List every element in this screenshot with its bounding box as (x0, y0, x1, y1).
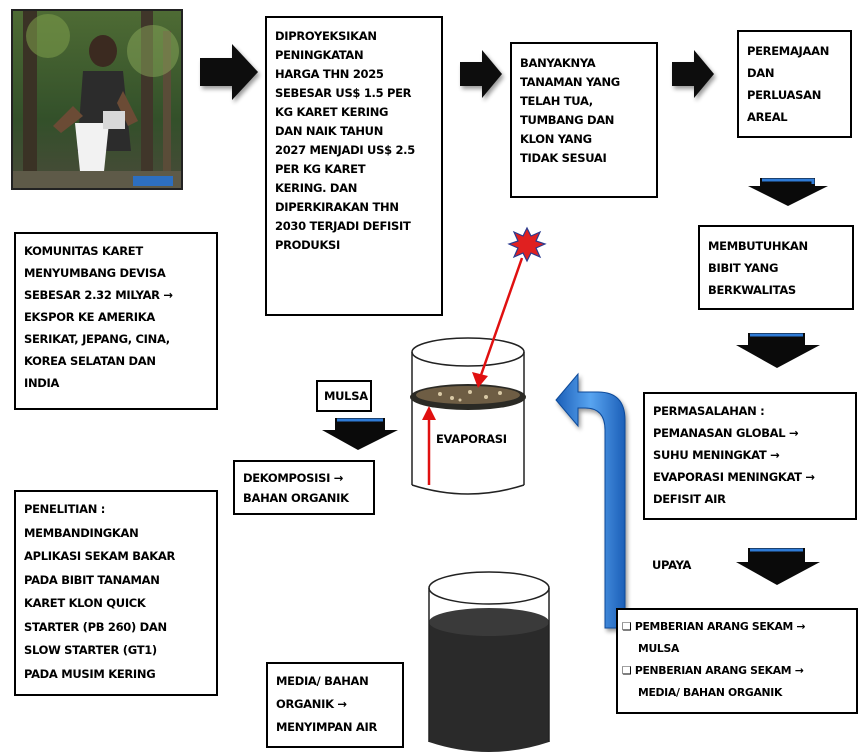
text-line: ORGANIK → (276, 697, 347, 711)
box-peremajaan: PEREMAJAAN DAN PERLUASAN AREAL (737, 30, 852, 138)
text-line: BAHAN ORGANIK (243, 491, 349, 505)
text-line: EVAPORASI MENINGKAT → (653, 470, 815, 484)
box-bibit: MEMBUTUHKAN BIBIT YANG BERKWALITAS (698, 225, 854, 310)
text-line: BANYAKNYA (520, 56, 596, 70)
text-line: KERING. DAN (275, 181, 358, 195)
text-line: BIBIT YANG (708, 261, 779, 275)
text-line: PER kg KARET (275, 162, 366, 176)
text-line: TANAMAN YANG (520, 75, 620, 89)
text-line: KOMUNITAS KARET (24, 244, 143, 258)
text-line: DIPERKIRAKAN THN (275, 200, 399, 214)
text-line: AREAL (747, 110, 788, 124)
text-line: PADA MUSIM KERING (24, 666, 156, 681)
box-upaya-solusi: ❑ PEMBERIAN ARANG SEKAM → MULSA ❑ PENBER… (616, 608, 858, 714)
box-proyeksi: DIPROYEKSIKAN PENINGKATAN HARGA THN 2025… (265, 16, 443, 316)
text-line: PENINGKATAN (275, 48, 364, 62)
text-line: HARGA THN 2025 (275, 67, 384, 81)
down-arrow-2 (736, 333, 820, 368)
sun-icon (507, 226, 547, 263)
text-line: EKSPOR KE AMERIKA (24, 310, 155, 324)
label-upaya: UPAYA (652, 558, 692, 572)
text-line: DAN NAIK TAHUN (275, 124, 384, 138)
box-komunitas: KOMUNITAS KARET MENYUMBANG DEVISA SEBESA… (14, 232, 218, 410)
down-arrow-3 (736, 548, 820, 585)
text-line: SEBESAR 2.32 MILYAR → (24, 288, 173, 302)
sun-ray-arrow (472, 257, 524, 388)
text-line: MEMBUTUHKAN (708, 239, 808, 253)
text-line: TUMBANG DAN (520, 113, 615, 127)
text-line: BERKWALITAS (708, 283, 796, 297)
text-line: SUHU MENINGKAT → (653, 448, 780, 462)
text-line: SEBESAR US$ 1.5 PER (275, 86, 412, 100)
down-arrow-mulsa (322, 418, 398, 450)
text-line: MEMBANDINGKAN (24, 525, 139, 540)
text-line: DEKOMPOSISI → (243, 471, 344, 485)
text-line: PENELITIAN : (24, 502, 106, 516)
text-line: PRODUKSI (275, 238, 341, 252)
text-line: MULSA (638, 642, 680, 655)
rubber-tapping-photo (11, 9, 183, 190)
box-media: MEDIA/ BAHAN ORGANIK → MENYIMPAN AIR (266, 662, 404, 748)
text-line: STARTER (PB 260) DAN (24, 619, 167, 634)
right-arrow-3 (672, 50, 714, 98)
text-line: SERIKAT, JEPANG, CINA, (24, 332, 170, 346)
text-line: MENYUMBANG DEVISA (24, 266, 166, 280)
box-mulsa: MULSA (316, 380, 372, 412)
box-tanaman-tua: BANYAKNYA TANAMAN YANG TELAH TUA, TUMBAN… (510, 42, 658, 198)
text-line: KLON YANG (520, 132, 592, 146)
text-line: PERLUASAN (747, 88, 822, 102)
text-line: PADA BIBIT TANAMAN (24, 572, 160, 587)
text-line: MEDIA/ BAHAN (276, 674, 369, 688)
right-arrow-1 (200, 44, 258, 100)
curved-blue-arrow (555, 372, 626, 629)
text-line: PEREMAJAAN (747, 44, 830, 58)
text-line: TIDAK SESUAI (520, 151, 607, 165)
text-line: kg KARET KERING (275, 105, 389, 119)
box-penelitian: PENELITIAN : MEMBANDINGKAN APLIKASI SEKA… (14, 490, 218, 696)
water-container (428, 571, 550, 752)
text-line: 2030 TERJADI DEFISIT (275, 219, 411, 233)
text-line: DAN (747, 66, 775, 80)
right-arrow-2 (460, 50, 502, 98)
label-evaporasi: EVAPORASI (436, 432, 507, 446)
text-line: KOREA SELATAN DAN (24, 354, 156, 368)
text-line: INDIA (24, 376, 60, 390)
text-line: DEFISIT AIR (653, 492, 726, 506)
evaporation-arrow (422, 406, 436, 485)
text-line: SLOW STARTER (GT1) (24, 643, 157, 657)
text-line: ❑ PENBERIAN ARANG SEKAM → (622, 664, 804, 677)
text-line: KARET KLON QUICK (24, 596, 146, 610)
text-line: TELAH TUA, (520, 94, 593, 108)
text-line: MENYIMPAN AIR (276, 720, 378, 734)
text-line: PEMANASAN GLOBAL → (653, 426, 799, 440)
text-line: MULSA (324, 389, 368, 403)
soil-container (410, 337, 526, 495)
text-line: MEDIA/ BAHAN ORGANIK (638, 686, 783, 699)
down-arrow-1 (748, 178, 828, 206)
text-line: DIPROYEKSIKAN (275, 29, 377, 43)
box-permasalahan: PERMASALAHAN : PEMANASAN GLOBAL → SUHU M… (643, 392, 857, 520)
box-dekomposisi: DEKOMPOSISI → BAHAN ORGANIK (233, 460, 375, 515)
text-line: APLIKASI SEKAM BAKAR (24, 549, 176, 563)
text-line: 2027 MENJADI US$ 2.5 (275, 143, 415, 157)
text-line: PERMASALAHAN : (653, 404, 765, 418)
text-line: ❑ PEMBERIAN ARANG SEKAM → (622, 620, 806, 633)
